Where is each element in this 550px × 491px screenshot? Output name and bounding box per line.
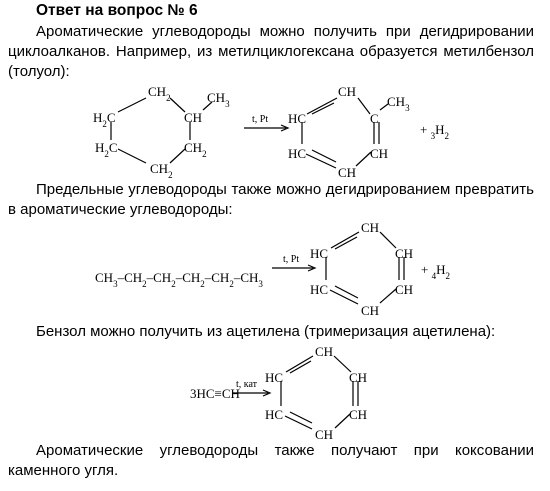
reaction3-condition: t, кат [236, 379, 258, 390]
acetylene-formula: 3HC≡CH [190, 386, 240, 401]
benzene3-left-up: HC [265, 370, 283, 385]
paragraph-cycloalkane-dehydrogenation: Ароматические углеводороды можно получит… [8, 23, 534, 80]
toluene-structure: CH HC C CH3 HC CH CH [288, 84, 410, 180]
benzene2-left-up: HC [310, 246, 328, 261]
toluene-right-down: CH [370, 146, 388, 161]
benzene2-top: CH [361, 220, 379, 235]
benzene2-right-down: CH [395, 282, 413, 297]
reaction2-condition: t, Pt [283, 254, 299, 265]
toluene-top: CH [338, 84, 356, 99]
paragraph-alkane-dehydrogenation: Предельные углеводороды также можно деги… [8, 181, 534, 218]
benzene2-right-up: CH [395, 246, 413, 261]
benzene3-top: CH [315, 344, 333, 359]
cyclohexane-top: CH2 [148, 84, 171, 103]
benzene3-bottom: CH [315, 427, 333, 442]
benzene-structure-3: CH HC CH HC CH CH [265, 344, 367, 442]
toluene-right-up: C [370, 111, 379, 126]
toluene-left-down: HC [288, 146, 306, 161]
hexane-formula: CH3–CH2–CH2–CH2–CH2–CH3 [95, 270, 263, 289]
methylcyclohexane-structure: CH2 H2C CH CH3 H2C CH2 CH2 [93, 84, 230, 180]
cyclohexane-upper-left: H2C [93, 110, 116, 129]
cyclohexane-methyl: CH3 [207, 90, 230, 109]
benzene-structure-2: CH HC CH HC CH CH [310, 220, 413, 318]
reaction2-byproduct: + 4H2 [421, 262, 450, 281]
cyclohexane-bottom: CH2 [150, 161, 173, 180]
toluene-bottom: CH [338, 165, 356, 180]
reaction-acetylene-to-benzene: 3HC≡CH t, кат CH HC CH HC CH CH [190, 344, 367, 442]
toluene-left-up: HC [288, 111, 306, 126]
reaction3-arrow: t, кат [232, 379, 272, 397]
reaction2-arrow: t, Pt [272, 254, 317, 272]
answer-title: Ответ на вопрос № 6 [36, 2, 198, 19]
reaction1-condition: t, Pt [252, 114, 268, 125]
reaction-methylcyclohexane-to-toluene: CH2 H2C CH CH3 H2C CH2 CH2 t, Pt CH HC [93, 84, 449, 180]
cyclohexane-upper-right: CH [184, 110, 202, 125]
paragraph-acetylene-trimerization: Бензол можно получить из ацетилена (трим… [36, 323, 496, 340]
paragraph-coal-coking: Ароматические углеводороды также получаю… [8, 442, 534, 479]
reaction-hexane-to-benzene: CH3–CH2–CH2–CH2–CH2–CH3 t, Pt CH HC CH H… [95, 220, 450, 318]
benzene3-right-down: CH [349, 407, 367, 422]
benzene3-right-up: CH [349, 370, 367, 385]
benzene3-left-down: HC [265, 407, 283, 422]
toluene-methyl: CH3 [387, 94, 410, 113]
reaction1-arrow: t, Pt [244, 114, 290, 132]
benzene2-bottom: CH [361, 303, 379, 318]
reaction1-byproduct: + 3H2 [420, 122, 449, 141]
benzene2-left-down: HC [310, 282, 328, 297]
cyclohexane-lower-left: H2C [95, 140, 118, 159]
cyclohexane-lower-right: CH2 [184, 140, 207, 159]
